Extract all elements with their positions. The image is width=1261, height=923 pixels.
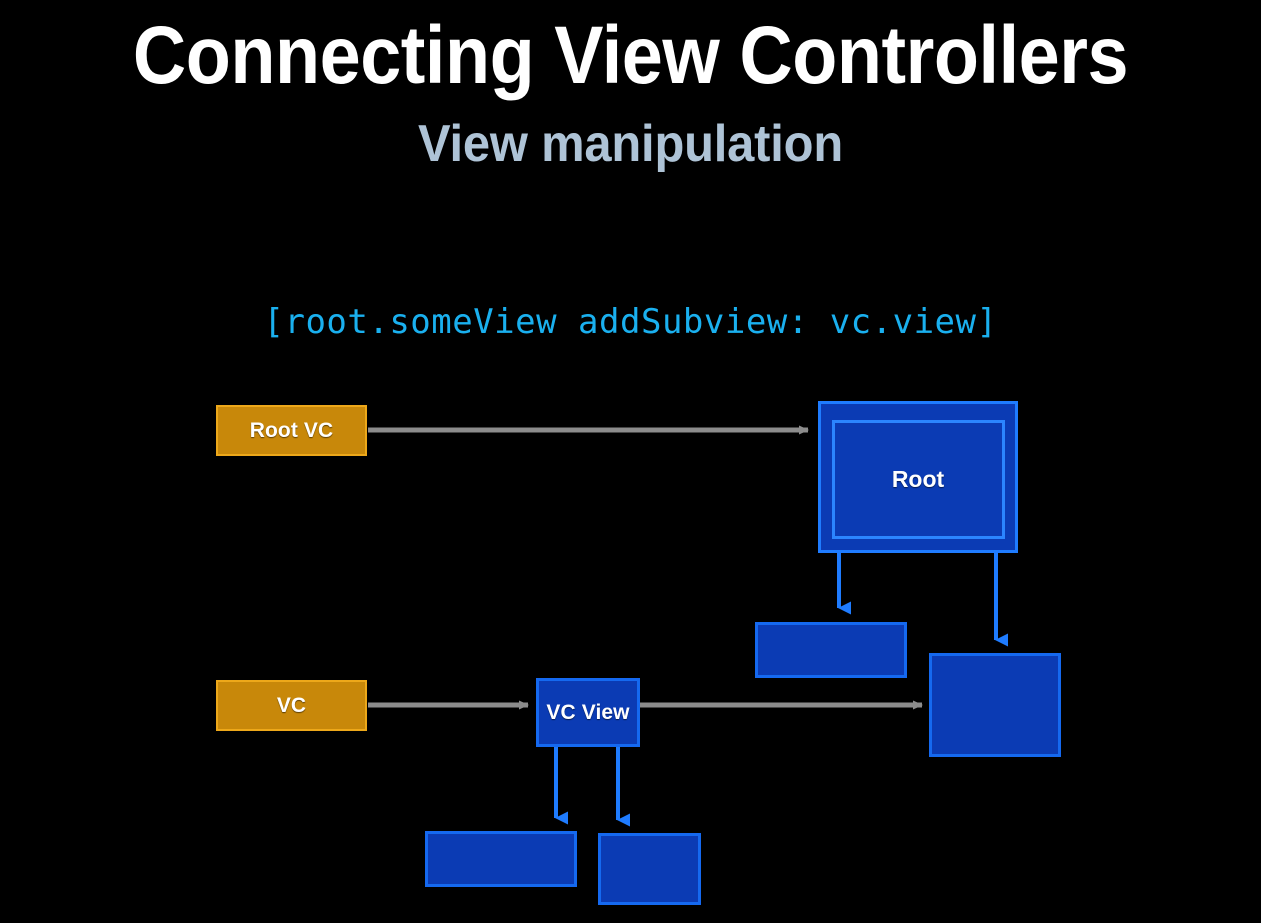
node-vc-view[interactable]: VC View xyxy=(536,678,640,747)
node-vc-child-b[interactable] xyxy=(598,833,701,905)
node-root-view-label: Root xyxy=(891,466,945,492)
node-vc-child-a[interactable] xyxy=(425,831,577,887)
node-root-child-b[interactable] xyxy=(929,653,1061,757)
node-root-view[interactable]: Root xyxy=(818,401,1018,553)
code-snippet: [root.someView addSubview: vc.view] xyxy=(263,302,998,342)
node-root-vc[interactable]: Root VC xyxy=(216,405,367,456)
node-root-view-inner[interactable] xyxy=(832,420,1005,539)
node-vc-view-label: VC View xyxy=(546,700,630,724)
page-subtitle: View manipulation xyxy=(417,115,844,173)
node-root-vc-label: Root VC xyxy=(249,418,334,442)
page-title: Connecting View Controllers xyxy=(132,10,1129,101)
node-root-child-a[interactable] xyxy=(755,622,907,678)
node-vc-label: VC xyxy=(276,693,307,717)
node-vc[interactable]: VC xyxy=(216,680,367,731)
